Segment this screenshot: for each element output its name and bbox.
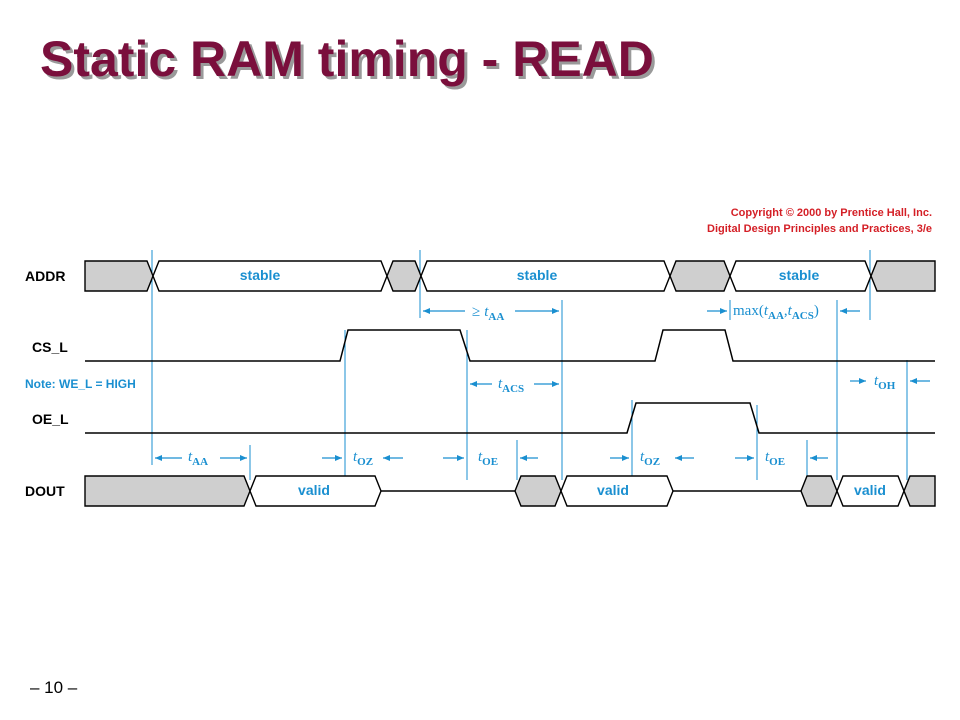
- page-number: – 10 –: [30, 678, 78, 697]
- t-symbol: t: [188, 449, 193, 465]
- t-symbol: t: [788, 303, 793, 319]
- label-toz: tOZ: [640, 449, 660, 468]
- comma: ,: [784, 303, 788, 319]
- t-symbol: t: [498, 376, 503, 392]
- dout-valid-label: valid: [597, 482, 629, 498]
- label-taa: tAA: [188, 449, 208, 468]
- addr-invalid-segment: [870, 260, 936, 292]
- slide-title: Static RAM timing - READ: [40, 31, 654, 87]
- label-ge-taa: ≥tAA: [472, 304, 504, 323]
- label-toz: tOZ: [353, 449, 373, 468]
- dout-invalid-segment: [84, 475, 251, 507]
- oz-subscript: OZ: [644, 456, 660, 468]
- t-symbol: t: [478, 449, 483, 465]
- note-we-high: Note: WE_L = HIGH: [25, 377, 136, 391]
- dout-valid-label: valid: [854, 482, 886, 498]
- dout-valid-label: valid: [298, 482, 330, 498]
- label-toe: tOE: [765, 449, 785, 468]
- t-symbol: t: [765, 449, 770, 465]
- t-symbol: t: [353, 449, 358, 465]
- close-paren: ): [814, 303, 819, 319]
- label-toh: tOH: [874, 373, 896, 392]
- addr-invalid-segment: [669, 260, 731, 292]
- signal-label-dout: DOUT: [25, 483, 65, 499]
- oz-subscript: OZ: [357, 456, 373, 468]
- addr-bus: [84, 260, 936, 292]
- dout-invalid-segment: [800, 475, 838, 507]
- acs-subscript: ACS: [792, 310, 814, 322]
- oe-subscript: OE: [482, 456, 498, 468]
- timing-arrows: [155, 308, 930, 461]
- t-symbol: t: [484, 304, 489, 320]
- aa-subscript: AA: [192, 456, 208, 468]
- copyright-line-2: Digital Design Principles and Practices,…: [707, 223, 932, 235]
- t-symbol: t: [764, 303, 769, 319]
- aa-subscript: AA: [488, 311, 504, 323]
- ge-symbol: ≥: [472, 304, 480, 320]
- oh-subscript: OH: [878, 380, 896, 392]
- signal-label-oe: OE_L: [32, 411, 69, 427]
- max-open: max(: [733, 303, 764, 319]
- signal-label-addr: ADDR: [25, 268, 65, 284]
- addr-stable-label: stable: [240, 267, 281, 283]
- label-toe: tOE: [478, 449, 498, 468]
- dout-bus: [84, 475, 936, 507]
- oe-subscript: OE: [769, 456, 785, 468]
- dout-invalid-segment: [903, 475, 936, 507]
- addr-invalid-segment: [386, 260, 422, 292]
- copyright-line-1: Copyright © 2000 by Prentice Hall, Inc.: [731, 207, 932, 219]
- acs-subscript: ACS: [502, 383, 524, 395]
- t-symbol: t: [874, 373, 879, 389]
- t-symbol: t: [640, 449, 645, 465]
- label-max-taa-tacs: max(tAA,tACS): [733, 303, 819, 322]
- addr-stable-label: stable: [779, 267, 820, 283]
- cs-waveform: [85, 329, 935, 362]
- guide-lines: [151, 250, 908, 480]
- addr-stable-label: stable: [517, 267, 558, 283]
- signal-label-cs: CS_L: [32, 339, 68, 355]
- oe-waveform: [85, 402, 935, 434]
- aa-subscript: AA: [768, 310, 784, 322]
- addr-invalid-segment: [84, 260, 154, 292]
- dout-invalid-segment: [514, 475, 562, 507]
- label-tacs: tACS: [498, 376, 524, 395]
